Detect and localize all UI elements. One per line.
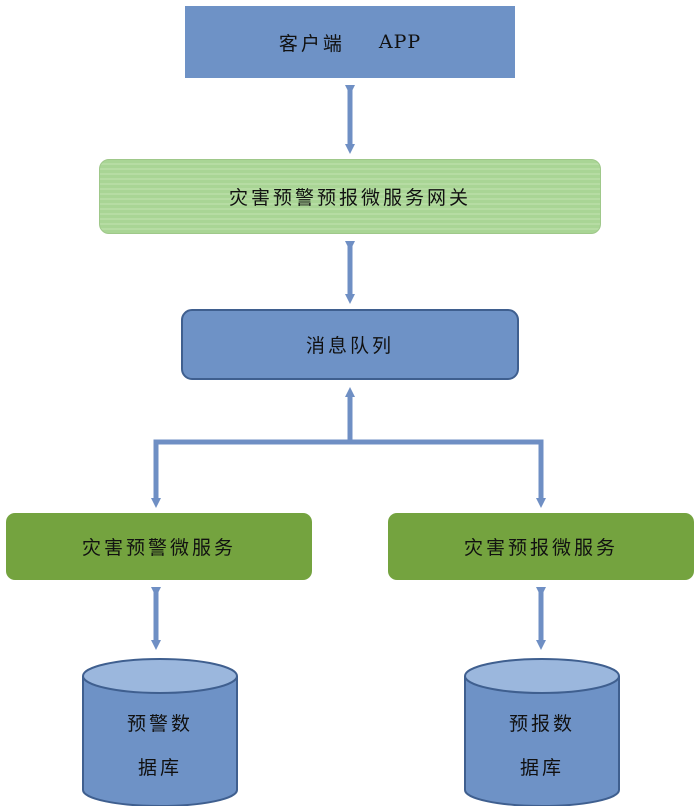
- message-queue-label: 消息队列: [305, 335, 394, 357]
- gateway-label: 灾害预警预报微服务网关: [228, 187, 471, 209]
- forecast-service-box: 灾害预报微服务: [388, 513, 694, 580]
- warning-db-label-1: 预警数: [127, 713, 193, 735]
- forecast-db-label-2: 据库: [520, 757, 564, 779]
- forecast-database: 预报数 据库: [464, 658, 620, 806]
- client-app-label: APP: [378, 31, 422, 53]
- warning-service-box: 灾害预警微服务: [6, 513, 312, 580]
- forecast-db-label-1: 预报数: [509, 713, 575, 735]
- warning-service-label: 灾害预警微服务: [81, 537, 236, 559]
- forecast-service-label: 灾害预报微服务: [463, 537, 618, 559]
- client-app-box: 客户端 APP: [185, 6, 515, 78]
- warning-db-label-2: 据库: [138, 757, 182, 779]
- gateway-box: 灾害预警预报微服务网关: [99, 159, 601, 234]
- branch-line: [153, 439, 544, 500]
- message-queue-box: 消息队列: [181, 309, 519, 380]
- warning-database: 预警数 据库: [82, 658, 238, 806]
- client-label: 客户端: [278, 32, 345, 55]
